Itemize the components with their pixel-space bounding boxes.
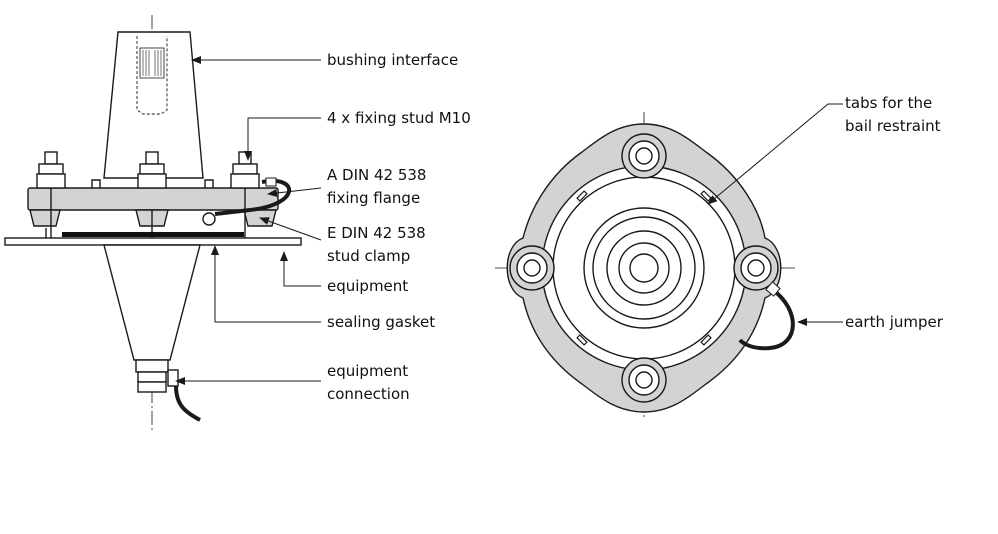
top-stud-right xyxy=(733,245,779,291)
label-equipment-connection-2: connection xyxy=(327,385,410,403)
side-view xyxy=(4,15,322,430)
label-tabs-2: bail restraint xyxy=(845,117,941,135)
leader-stud xyxy=(244,117,321,161)
leader-flange xyxy=(267,187,322,197)
top-stud-left xyxy=(509,245,555,291)
fixing-flange xyxy=(27,187,279,211)
bushing-thread xyxy=(139,47,165,79)
flange-bracket-right xyxy=(204,179,214,190)
leader-gasket xyxy=(211,245,321,323)
label-fixing-flange-2: fixing flange xyxy=(327,189,421,207)
ring-4 xyxy=(606,230,682,306)
label-tabs-1: tabs for the xyxy=(845,94,933,112)
label-bushing-interface: bushing interface xyxy=(327,51,459,69)
top-stud-bottom xyxy=(621,357,667,403)
stud-right xyxy=(230,151,260,240)
top-stud-top xyxy=(621,133,667,179)
cable-lug xyxy=(202,212,216,226)
bushing-body xyxy=(103,31,204,179)
label-earth-jumper: earth jumper xyxy=(845,313,943,331)
ring-3 xyxy=(592,216,696,320)
ring-5 xyxy=(618,242,670,294)
stud-left xyxy=(36,151,66,240)
label-fixing-flange-1: A DIN 42 538 xyxy=(327,166,427,184)
ring-2 xyxy=(583,207,705,329)
label-stud-clamp-2: stud clamp xyxy=(327,247,411,265)
stud-center xyxy=(137,151,167,240)
label-equipment: equipment xyxy=(327,277,409,295)
top-inner-disc xyxy=(541,165,747,371)
top-view xyxy=(495,103,843,420)
equipment-plate xyxy=(4,237,302,246)
bushing-inner-contact xyxy=(136,36,168,115)
leader-equipment xyxy=(280,251,321,287)
leader-tabs xyxy=(707,103,843,205)
leader-clamp xyxy=(259,217,322,241)
top-earth-jumper xyxy=(738,288,795,351)
label-stud-clamp-1: E DIN 42 538 xyxy=(327,224,426,242)
clamp-left xyxy=(29,209,61,227)
label-fixing-stud: 4 x fixing stud M10 xyxy=(327,109,471,127)
lower-cone xyxy=(103,244,201,361)
equipment-cable xyxy=(174,385,201,422)
label-equipment-connection-1: equipment xyxy=(327,362,409,380)
flange-bracket-left xyxy=(91,179,101,190)
gasket xyxy=(62,232,244,237)
ring-6 xyxy=(629,253,659,283)
label-sealing-gasket: sealing gasket xyxy=(327,313,436,331)
thread-lines xyxy=(142,50,162,76)
